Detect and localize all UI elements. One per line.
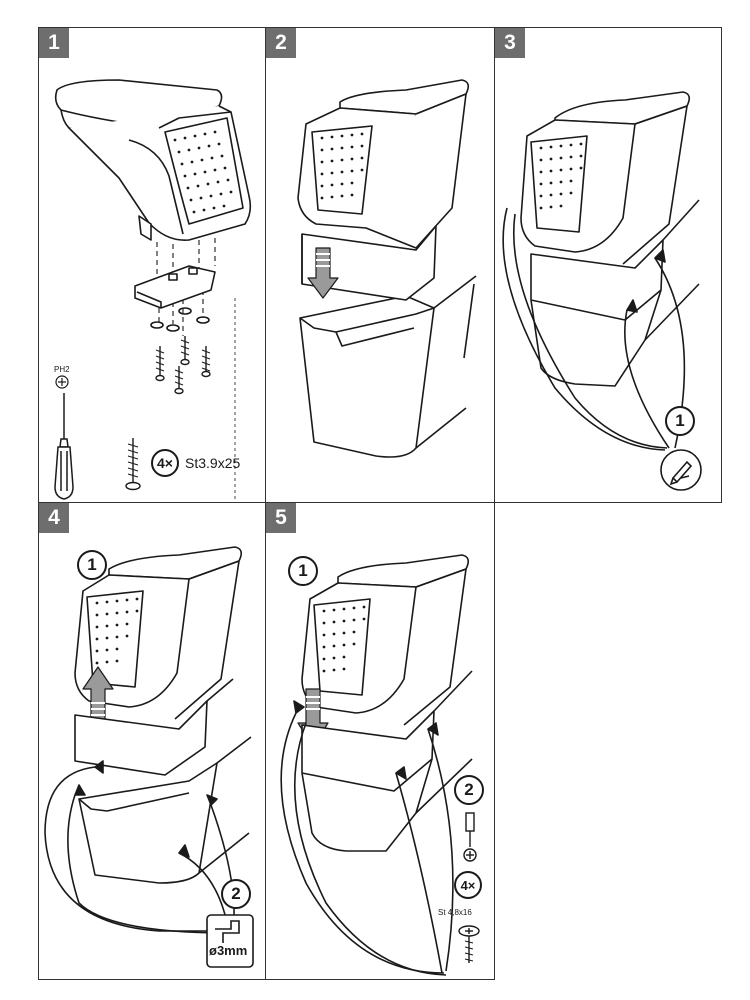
- screwdriver-icon: [54, 393, 74, 500]
- step-1-panel: 1: [38, 27, 266, 503]
- step-5-panel: 5 1 2 4×: [265, 502, 495, 980]
- screwdriver-tip-icon: [463, 812, 477, 862]
- step-5-number: 5: [266, 503, 296, 533]
- screw-spec-label: St3.9x25: [185, 455, 241, 471]
- step-5-screw-spec-label: St 4,8x16: [438, 908, 472, 917]
- step-3-callout-1: 1: [665, 406, 695, 436]
- step-4-callout-1: 1: [77, 550, 107, 580]
- screwdriver-size-label: PH2: [54, 365, 70, 374]
- step-5-quantity-badge: 4×: [454, 871, 482, 899]
- drill-size-label: ø3mm: [209, 943, 248, 958]
- drill-bit-icon: [206, 914, 254, 968]
- step-5-callout-1: 1: [288, 556, 318, 586]
- step-3-illustration: [502, 91, 700, 451]
- pencil-mark-icon: [660, 449, 702, 491]
- screw-icon: [125, 438, 141, 491]
- step-5-callout-2: 2: [454, 775, 484, 805]
- step-4-callout-2: 2: [221, 879, 251, 909]
- screw-icon: [458, 925, 480, 963]
- step-2-illustration: [297, 79, 477, 458]
- step-5-illustration: [280, 554, 473, 976]
- step-2-panel: 2: [265, 27, 495, 503]
- step-4-panel: 4 1 2: [38, 502, 266, 980]
- screw-quantity-badge: 4×: [151, 449, 179, 477]
- step-4-illustration: [44, 546, 252, 934]
- step-1-number: 1: [39, 28, 69, 58]
- step-3-panel: 3 1: [494, 27, 722, 503]
- step-2-number: 2: [266, 28, 296, 58]
- phillips-icon: [55, 375, 69, 389]
- step-4-number: 4: [39, 503, 69, 533]
- step-1-illustration: [54, 79, 252, 500]
- step-3-number: 3: [495, 28, 525, 58]
